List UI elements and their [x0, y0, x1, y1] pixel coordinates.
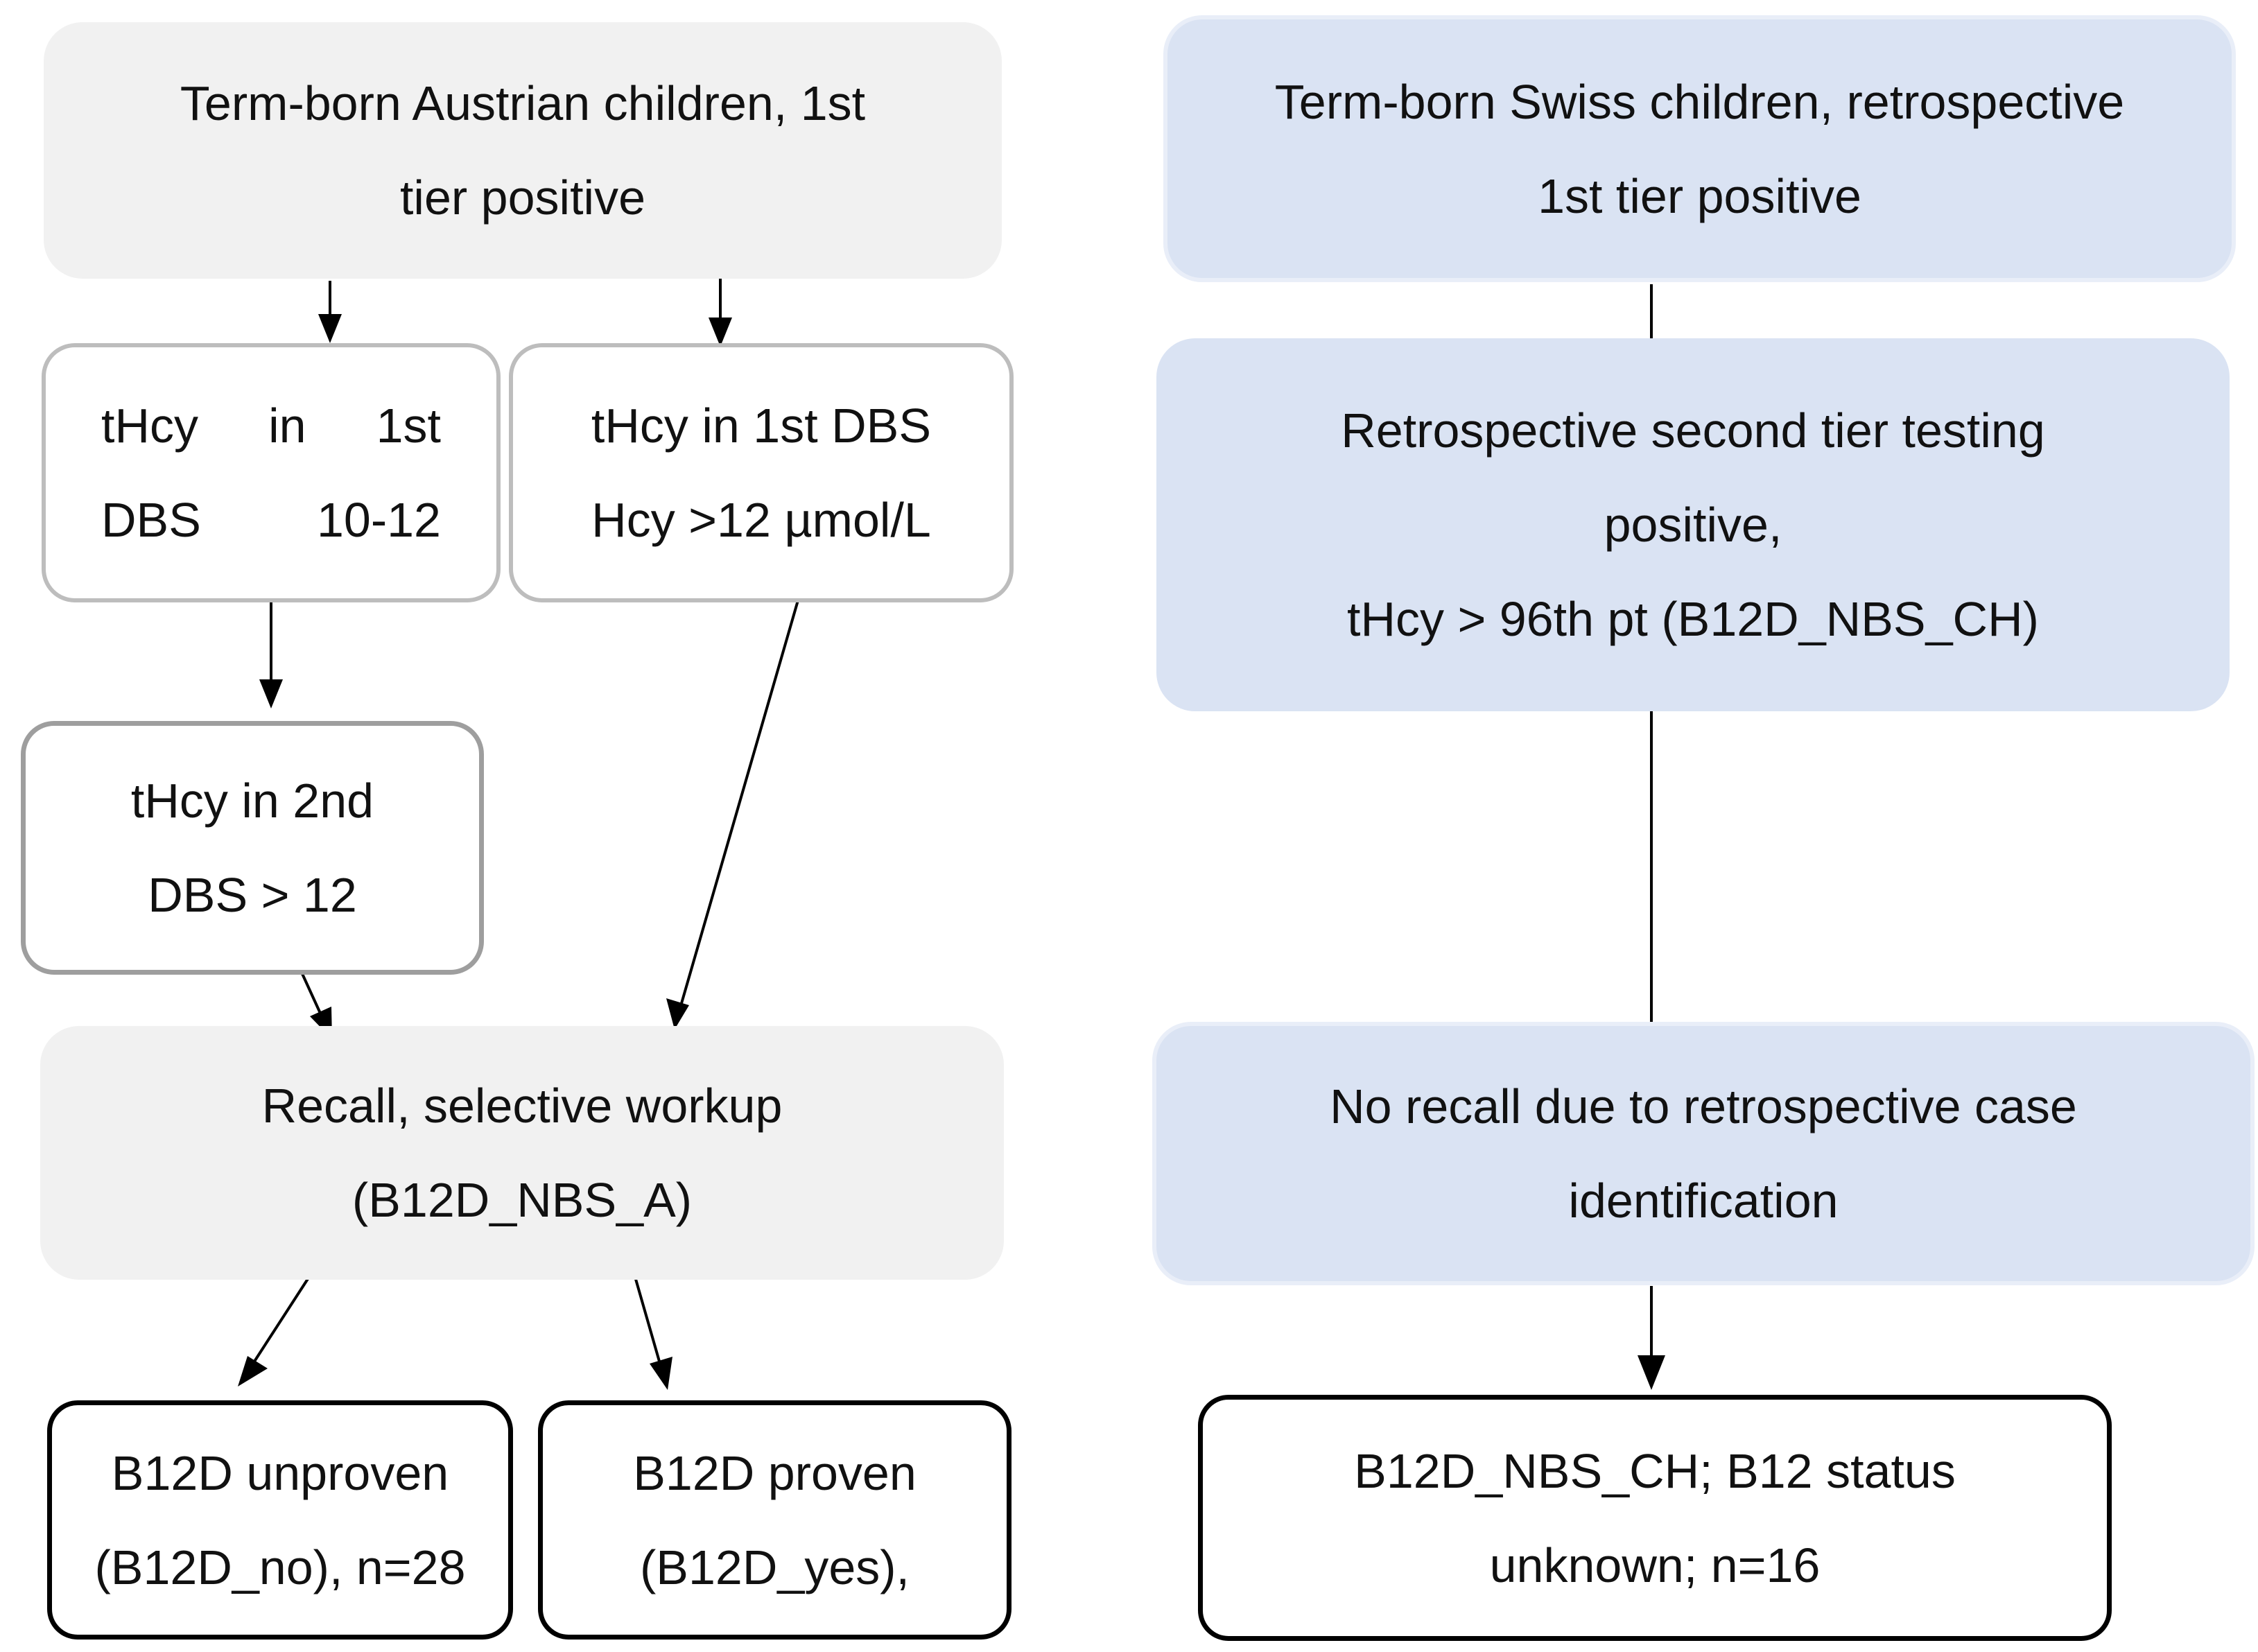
- swiss-outcome-line1: B12D_NBS_CH; B12 status: [1354, 1443, 1956, 1498]
- swiss-start-line2: 1st tier positive: [1538, 168, 1861, 223]
- recall-line2: (B12D_NBS_A): [351, 1173, 693, 1227]
- arrowhead-high-to-recall: [666, 998, 689, 1029]
- thcy-high-line2: Hcy >12 µmol/L: [591, 493, 931, 547]
- arrowhead-range-to-second: [259, 679, 283, 708]
- b12d-proven-line2: (B12D_yes),: [639, 1540, 910, 1594]
- swiss-second-tier-line2: positive,: [1604, 498, 1782, 552]
- b12d-unproven-line2: (B12D_no), n=28: [94, 1540, 466, 1594]
- arrowhead-norecall-to-outcome: [1638, 1355, 1665, 1390]
- swiss-no-recall-line1: No recall due to retrospective case: [1330, 1079, 2077, 1133]
- thcy-range-word-in: in: [268, 399, 306, 453]
- thcy-range-word-thcy: tHcy: [101, 399, 198, 453]
- thcy-second-dbs-box: tHcy in 2nd DBS > 12: [21, 721, 484, 975]
- swiss-start-box: Term-born Swiss children, retrospective …: [1163, 15, 2236, 282]
- arrowhead-recall-to-proven: [650, 1357, 672, 1390]
- recall-box: Recall, selective workup (B12D_NBS_A): [40, 1026, 1004, 1280]
- arrowhead-start-to-range: [318, 314, 342, 343]
- swiss-no-recall-line2: identification: [1568, 1174, 1839, 1228]
- thcy-second-dbs-line2: DBS > 12: [148, 868, 357, 922]
- recall-line1: Recall, selective workup: [261, 1079, 783, 1133]
- swiss-second-tier-line3: tHcy > 96th pt (B12D_NBS_CH): [1347, 592, 2039, 646]
- swiss-outcome-line2: unknown; n=16: [1489, 1538, 1821, 1592]
- swiss-start-line1: Term-born Swiss children, retrospective: [1274, 74, 2125, 129]
- thcy-range-word-1st: 1st: [376, 399, 441, 453]
- thcy-second-dbs-line1: tHcy in 2nd: [130, 774, 374, 828]
- swiss-second-tier-line1: Retrospective second tier testing: [1341, 403, 2045, 458]
- thcy-high-box: tHcy in 1st DBS Hcy >12 µmol/L: [509, 343, 1014, 602]
- austrian-start-box: Term-born Austrian children, 1st tier po…: [44, 22, 1002, 279]
- b12d-proven-line1: B12D proven: [633, 1445, 917, 1500]
- swiss-outcome-box: B12D_NBS_CH; B12 status unknown; n=16: [1198, 1395, 2112, 1641]
- austrian-start-line1: Term-born Austrian children, 1st: [180, 76, 866, 130]
- arrow-high-to-recall: [675, 578, 806, 1023]
- thcy-range-box: tHcy in 1st DBS 10-12: [42, 343, 501, 602]
- arrowhead-start-to-high: [709, 318, 732, 347]
- b12d-proven-box: B12D proven (B12D_yes),: [538, 1400, 1011, 1640]
- thcy-range-row2: DBS 10-12: [101, 473, 441, 567]
- thcy-range-word-dbs: DBS: [101, 493, 201, 547]
- thcy-range-row1: tHcy in 1st: [101, 379, 441, 473]
- b12d-unproven-line1: B12D unproven: [111, 1445, 449, 1500]
- arrowhead-recall-to-unproven: [238, 1356, 268, 1386]
- austrian-start-line2: tier positive: [399, 171, 646, 225]
- swiss-no-recall-box: No recall due to retrospective case iden…: [1152, 1022, 2255, 1285]
- thcy-range-word-10-12: 10-12: [316, 493, 441, 547]
- thcy-high-line1: tHcy in 1st DBS: [591, 399, 932, 453]
- b12d-unproven-box: B12D unproven (B12D_no), n=28: [47, 1400, 513, 1640]
- swiss-second-tier-box: Retrospective second tier testing positi…: [1156, 338, 2230, 711]
